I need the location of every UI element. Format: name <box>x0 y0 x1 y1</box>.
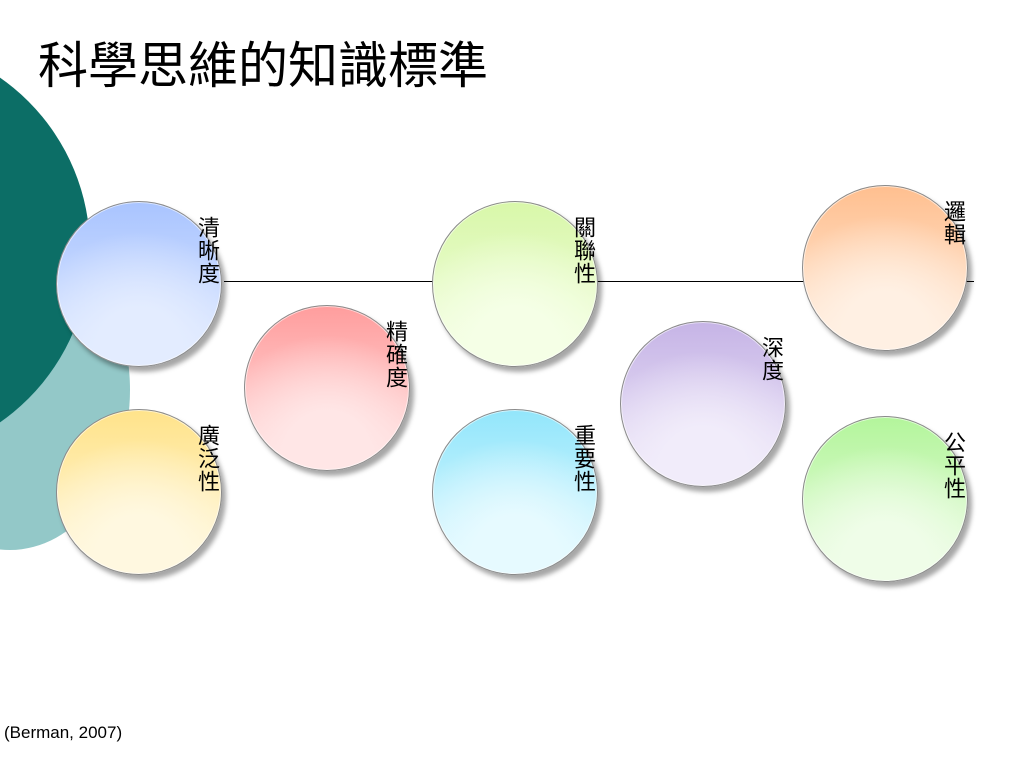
slide-title: 科學思維的知識標準 <box>38 37 488 95</box>
node-fairness: 公平性 <box>802 416 968 582</box>
node-precision: 精確度 <box>244 305 410 471</box>
node-label: 邏輯 <box>940 200 965 246</box>
node-label: 關聯性 <box>570 216 595 285</box>
node-logic: 邏輯 <box>802 185 968 351</box>
node-label: 廣泛性 <box>194 424 219 493</box>
node-label: 重要性 <box>570 424 595 493</box>
node-label: 深度 <box>758 336 783 382</box>
node-label: 清晰度 <box>194 216 219 285</box>
node-depth: 深度 <box>620 321 786 487</box>
citation: (Berman, 2007) <box>4 723 123 742</box>
node-clarity: 清晰度 <box>56 201 222 367</box>
node-label: 公平性 <box>940 431 965 500</box>
node-relevance: 關聯性 <box>432 201 598 367</box>
node-significance: 重要性 <box>432 409 598 575</box>
connector-line <box>224 281 974 282</box>
node-label: 精確度 <box>382 320 407 389</box>
node-breadth: 廣泛性 <box>56 409 222 575</box>
